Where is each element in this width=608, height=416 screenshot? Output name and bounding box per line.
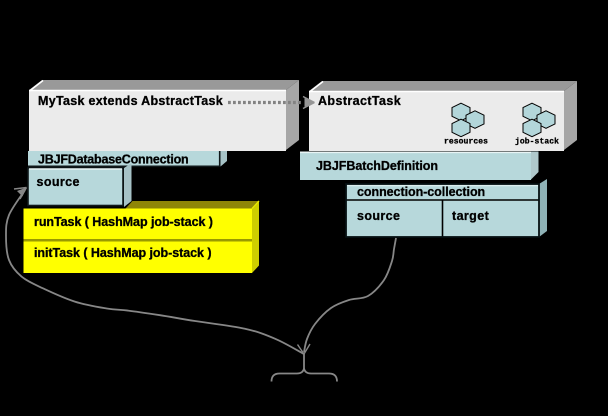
svg-text:connection-collection: connection-collection xyxy=(357,185,485,199)
svg-text:JBJFBatchDefinition: JBJFBatchDefinition xyxy=(316,159,438,173)
svg-text:target: target xyxy=(452,209,490,223)
svg-text:MyTask extends AbstractTask: MyTask extends AbstractTask xyxy=(38,94,223,108)
svg-text:resources: resources xyxy=(444,138,488,147)
svg-text:runTask ( HashMap job-stack ): runTask ( HashMap job-stack ) xyxy=(34,215,213,229)
svg-text:initTask ( HashMap job-stack ): initTask ( HashMap job-stack ) xyxy=(34,246,211,260)
svg-text:JBJFDatabaseConnection: JBJFDatabaseConnection xyxy=(38,153,189,167)
svg-text:source: source xyxy=(37,175,80,189)
svg-text:job-stack: job-stack xyxy=(515,138,559,147)
svg-text:AbstractTask: AbstractTask xyxy=(318,94,401,108)
svg-text:source: source xyxy=(357,209,400,223)
